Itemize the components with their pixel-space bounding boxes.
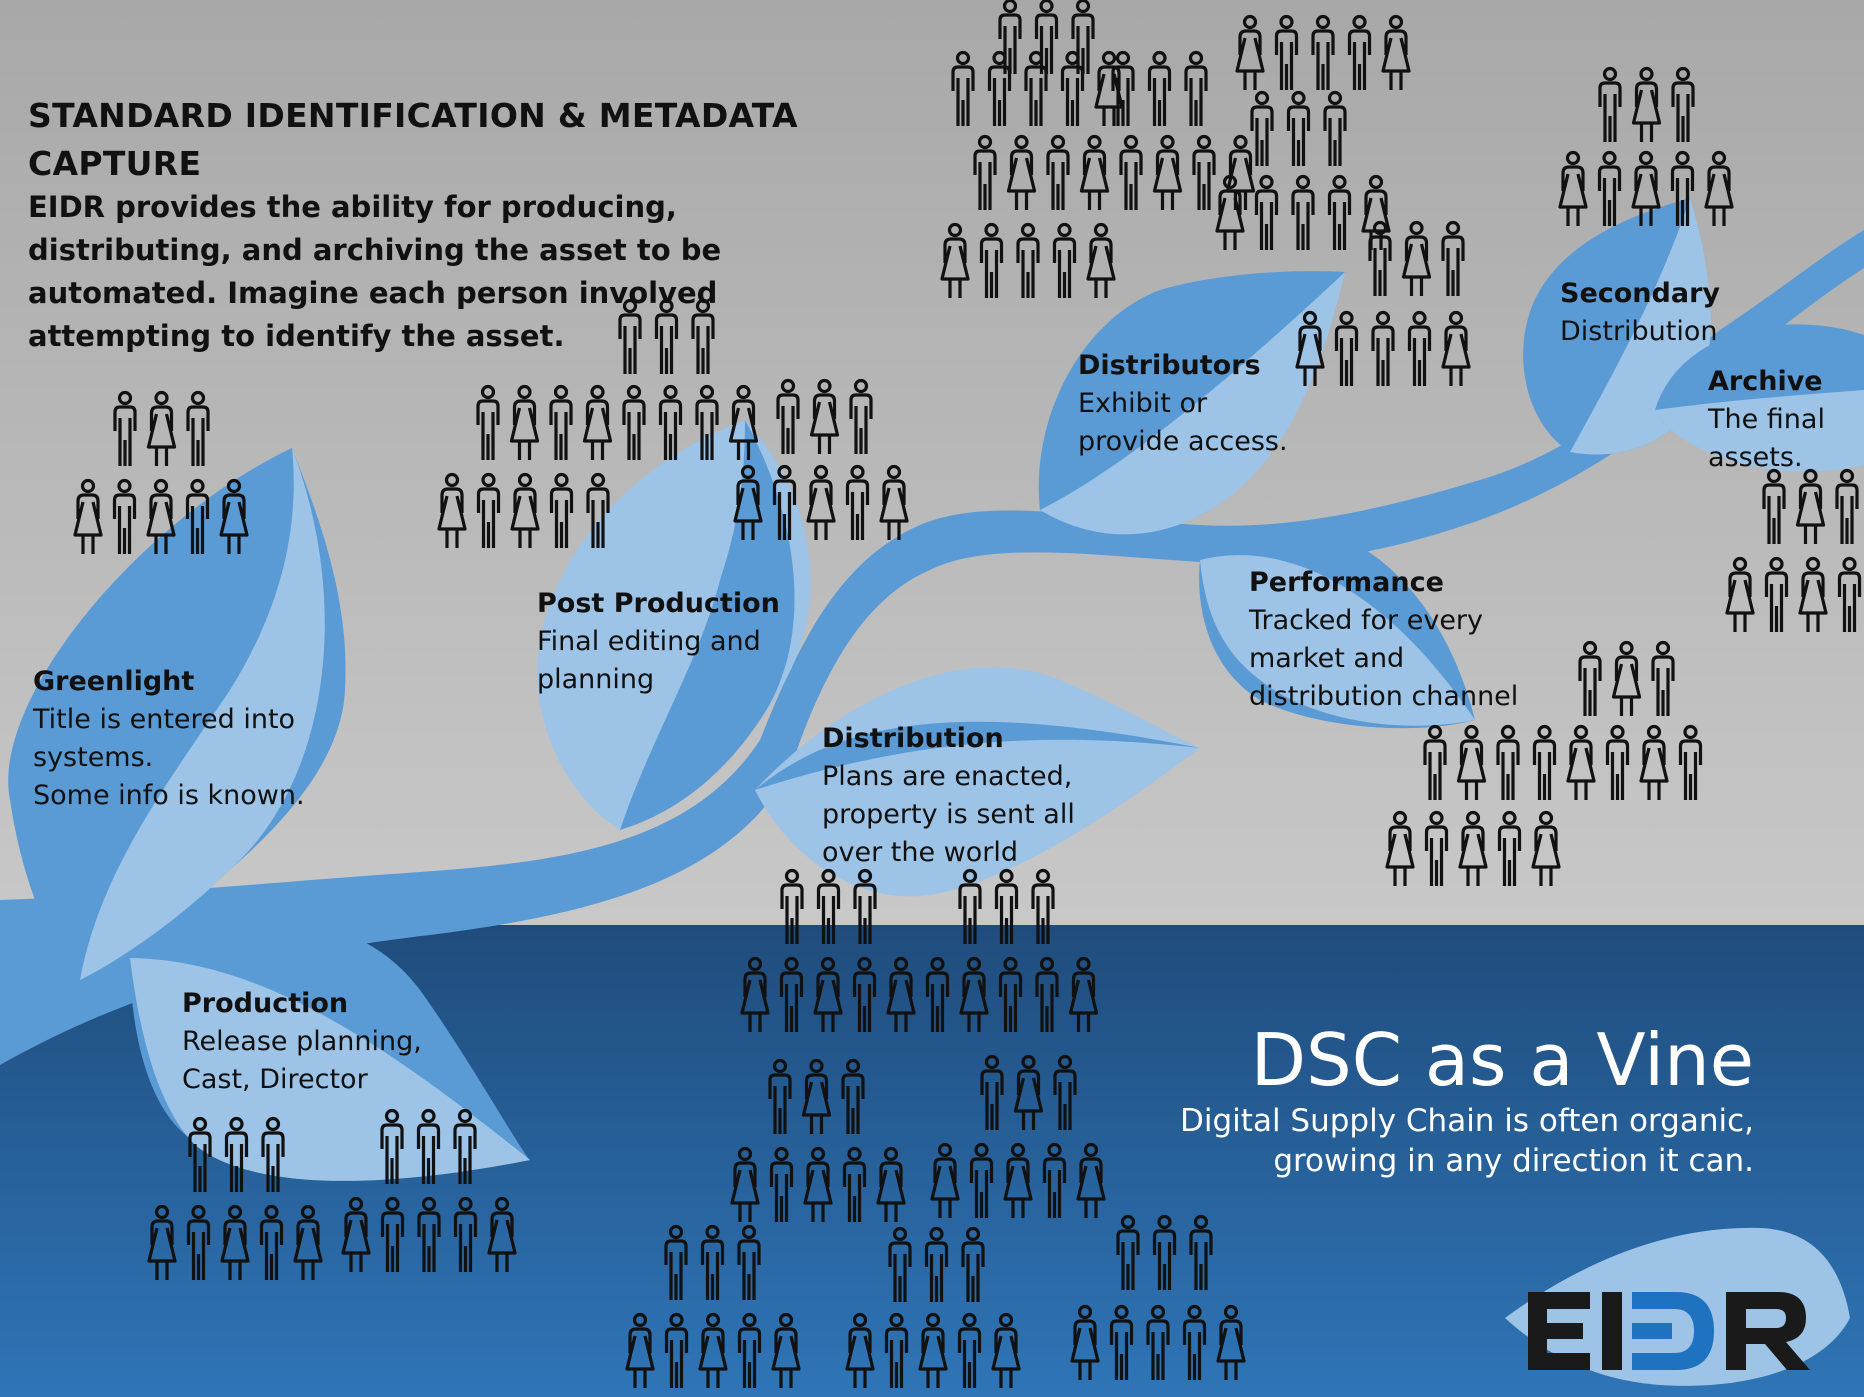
stage-title: Distributors	[1078, 350, 1261, 381]
logo-letter-d	[1632, 1292, 1714, 1370]
stage-title: Distribution	[822, 723, 1004, 754]
stage-title: Secondary	[1560, 278, 1720, 309]
eidr-logo	[1528, 1292, 1810, 1370]
stage-title: Production	[182, 988, 349, 1019]
stage-title: Archive	[1708, 366, 1823, 397]
stage-description: Tracked for every market and distributio…	[1249, 605, 1519, 712]
stage-description: Plans are enacted, property is sent all …	[822, 761, 1075, 868]
leaf-archive	[1655, 324, 1864, 472]
leaf-distribution	[755, 667, 1200, 897]
page-description: EIDR provides the ability for producing,…	[28, 190, 722, 353]
logo-letter-i	[1602, 1292, 1622, 1370]
logo-letter-d-bar	[1632, 1323, 1672, 1339]
tagline-subtitle: Digital Supply Chain is often organic, g…	[1180, 1103, 1754, 1179]
stage-performance: Performance Tracked for every market and…	[1249, 564, 1518, 716]
stage-description: Final editing and planning	[537, 626, 761, 695]
stage-description: Release planning, Cast, Director	[182, 1026, 422, 1095]
stage-secondary: Secondary Distribution	[1560, 275, 1720, 351]
logo-letter-r	[1726, 1292, 1810, 1370]
stage-description: Distribution	[1560, 316, 1718, 347]
page-title: STANDARD IDENTIFICATION & METADATA CAPTU…	[28, 96, 798, 183]
stage-title: Greenlight	[33, 666, 195, 697]
stage-greenlight: Greenlight Title is entered into systems…	[33, 663, 305, 815]
stage-post-production: Post Production Final editing and planni…	[537, 585, 780, 699]
stage-description: Title is entered into systems. Some info…	[33, 704, 305, 811]
stage-distribution: Distribution Plans are enacted, property…	[822, 720, 1075, 872]
stage-archive: Archive The final assets.	[1708, 363, 1825, 477]
stage-description: Exhibit or provide access.	[1078, 388, 1288, 457]
stage-production: Production Release planning, Cast, Direc…	[182, 985, 422, 1099]
leaf-performance	[1199, 530, 1475, 729]
logo-letter-e	[1528, 1292, 1590, 1370]
stage-distributors: Distributors Exhibit or provide access.	[1078, 347, 1288, 461]
stage-title: Performance	[1249, 567, 1444, 598]
leaf-distributors	[1038, 271, 1345, 535]
tagline-title: DSC as a Vine	[1250, 1018, 1754, 1102]
stage-description: The final assets.	[1708, 404, 1825, 473]
stage-title: Post Production	[537, 588, 780, 619]
leaf-greenlight	[8, 448, 346, 980]
